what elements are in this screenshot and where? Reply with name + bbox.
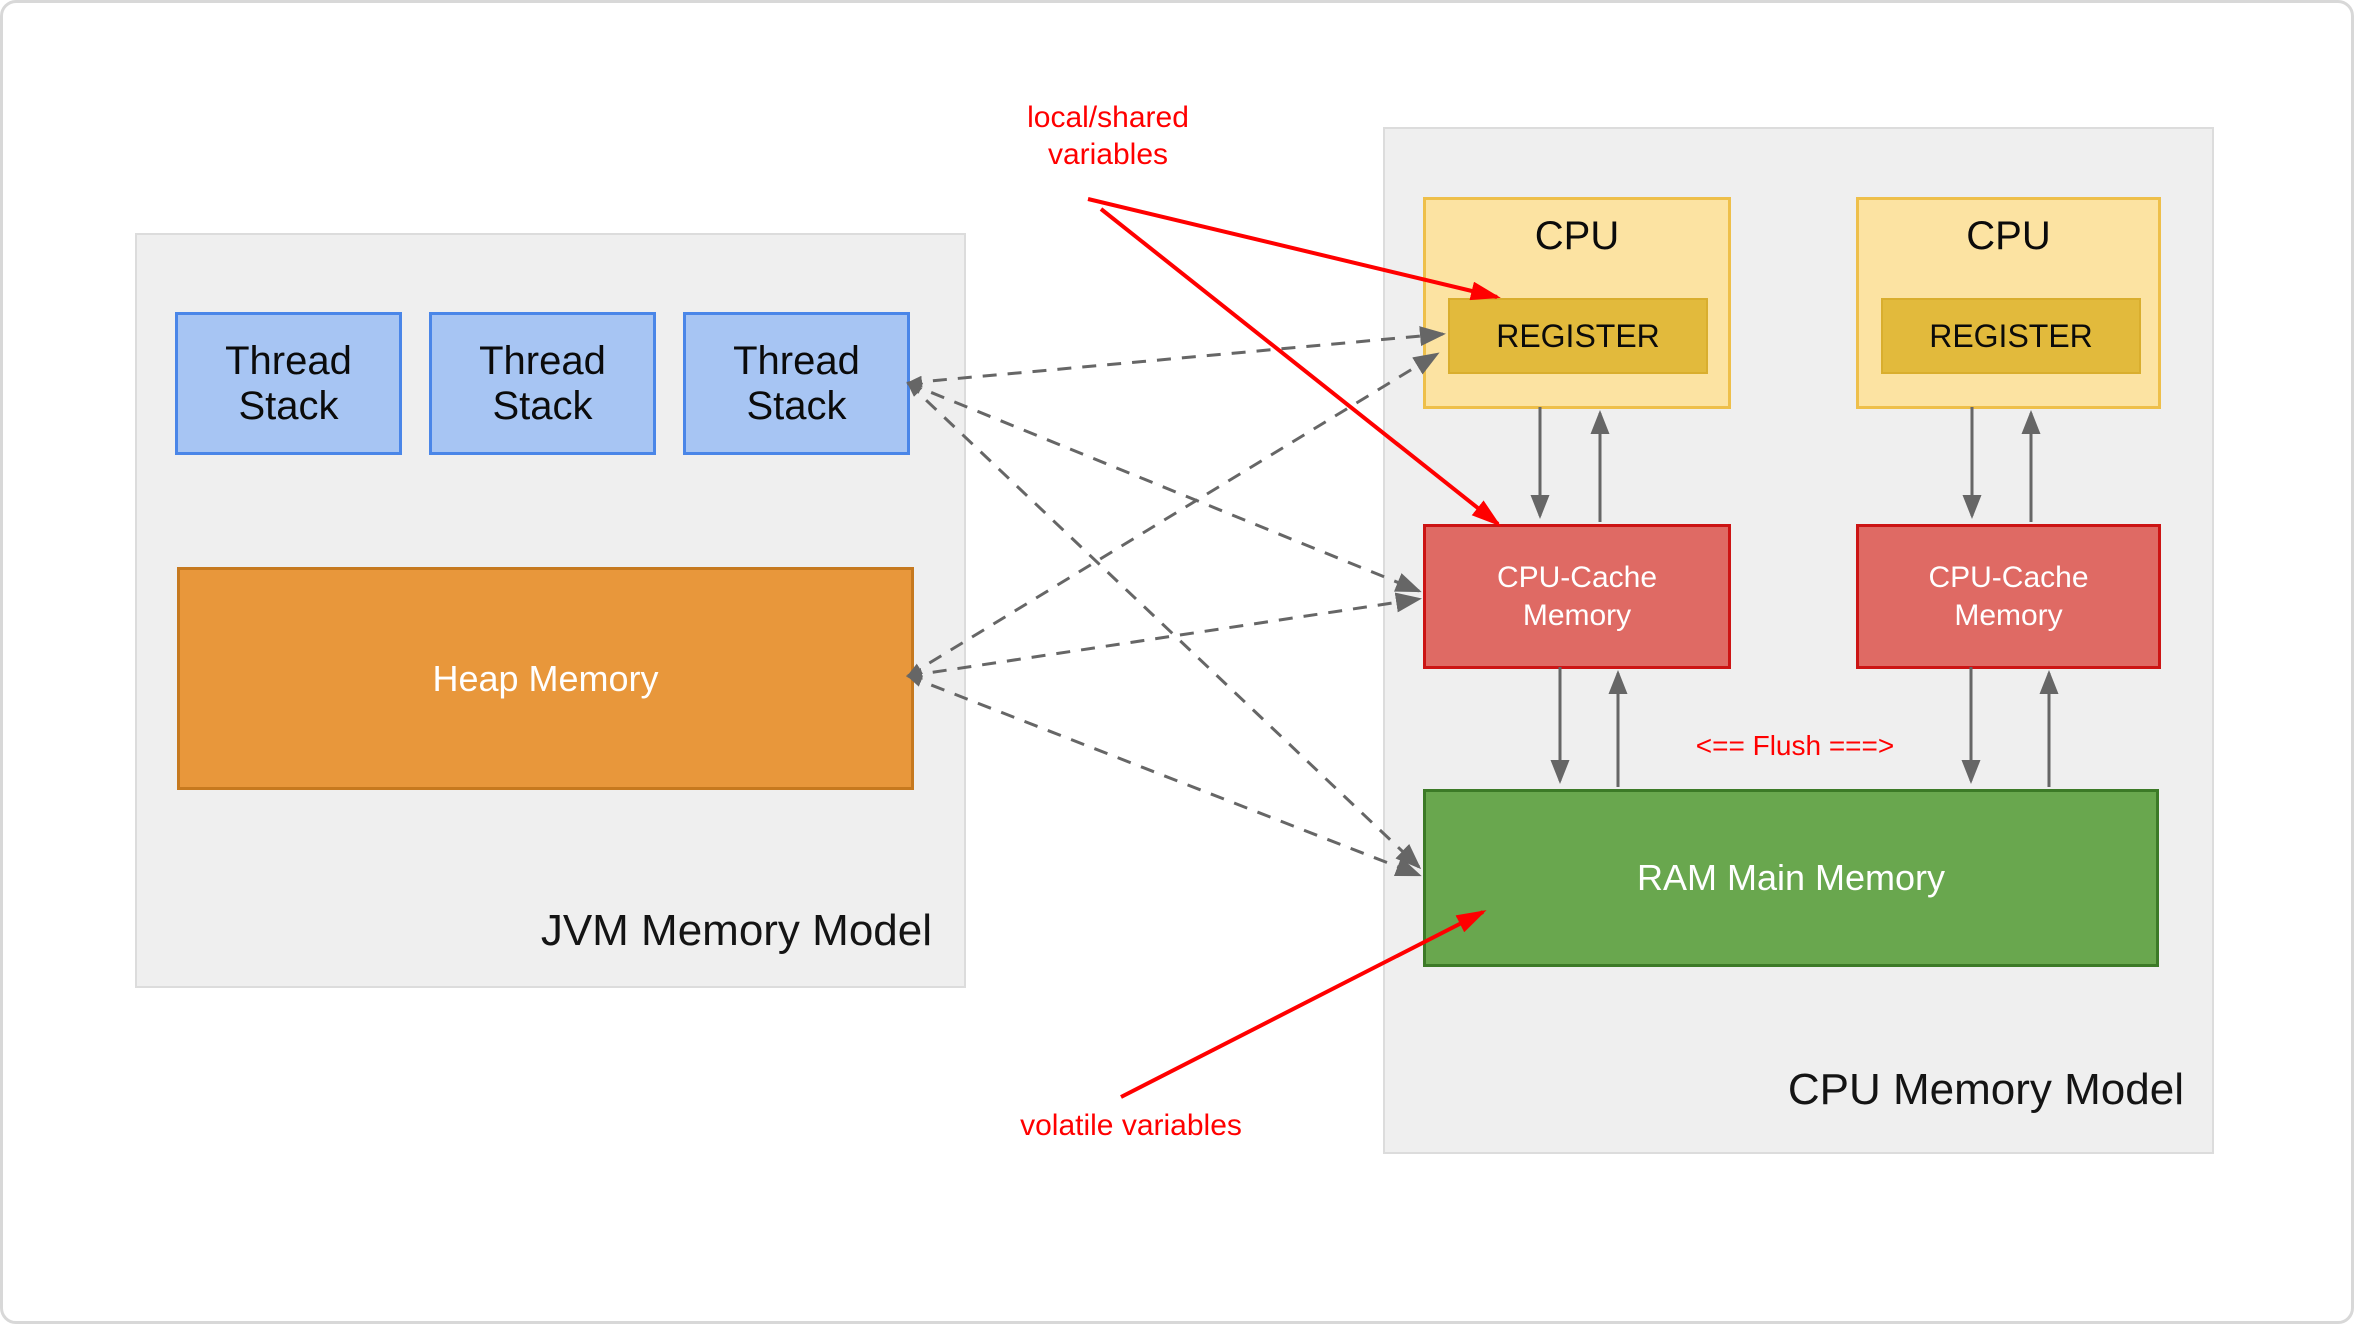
cpu-label: CPU — [1966, 214, 2051, 258]
dashed-link-heap-ram — [906, 674, 1422, 877]
dashed-link-stack-register — [906, 326, 1446, 388]
cpu-box-2: CPU REGISTER — [1856, 197, 2161, 409]
cpu-label: CPU — [1534, 214, 1620, 258]
thread-stack-box-1: Thread Stack — [175, 312, 402, 455]
thread-stack-box-2: Thread Stack — [429, 312, 656, 455]
jvm-panel-title: JVM Memory Model — [540, 906, 932, 955]
cpu-cache-memory-box-1: CPU-Cache Memory — [1423, 524, 1731, 669]
cpu-cache-memory-box-2: CPU-Cache Memory — [1856, 524, 2161, 669]
jvm-memory-model-panel: Thread Stack Thread Stack Thread Stack H… — [135, 233, 966, 988]
dashed-link-stack-ram — [906, 381, 1422, 870]
dashed-link-heap-cache — [906, 592, 1422, 680]
volatile-variables-annotation: volatile variables — [1020, 1109, 1242, 1142]
thread-stack-box-3: Thread Stack — [683, 312, 910, 455]
dashed-link-stack-cache — [906, 381, 1422, 593]
local-shared-variables-annotation: local/shared variables — [1027, 101, 1189, 171]
ram-main-memory-box: RAM Main Memory — [1423, 789, 2159, 967]
cpu-box-1: CPU REGISTER — [1423, 197, 1731, 409]
heap-memory-box: Heap Memory — [177, 567, 914, 790]
register-box-2: REGISTER — [1881, 298, 2141, 374]
cpu-memory-model-panel: CPU REGISTER CPU REGISTER CPU-Cache Memo… — [1383, 127, 2214, 1154]
flush-annotation: <== Flush ===> — [1695, 730, 1895, 761]
register-box-1: REGISTER — [1448, 298, 1708, 374]
cpu-panel-title: CPU Memory Model — [1787, 1065, 2184, 1114]
dashed-link-heap-register — [906, 352, 1440, 678]
